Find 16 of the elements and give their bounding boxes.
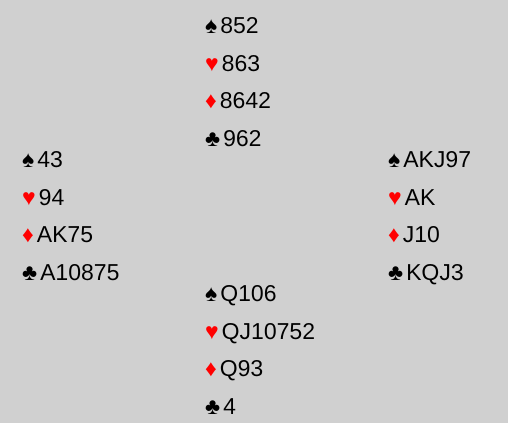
suit-holding: ♥94 [22,184,64,210]
suit-holding: ♥863 [205,50,260,76]
suit-holding: ♣962 [205,124,262,150]
suit-holding: ♦J10 [388,221,440,247]
suit-holding: ♠Q106 [205,280,276,306]
suit-holding: ♠43 [22,146,63,172]
suit-holding: ♣A10875 [22,258,120,284]
suit-holding: ♠852 [205,12,259,38]
suit-holding: ♥AK [388,184,436,210]
suit-holding: ♦8642 [205,87,271,113]
suit-holding: ♠AKJ97 [388,146,471,172]
suit-holding: ♣4 [205,392,236,418]
suit-holding: ♦AK75 [22,221,94,247]
suit-holding: ♥QJ10752 [205,318,316,344]
suit-holding: ♣KQJ3 [388,258,464,284]
suit-holding: ♦Q93 [205,355,264,381]
